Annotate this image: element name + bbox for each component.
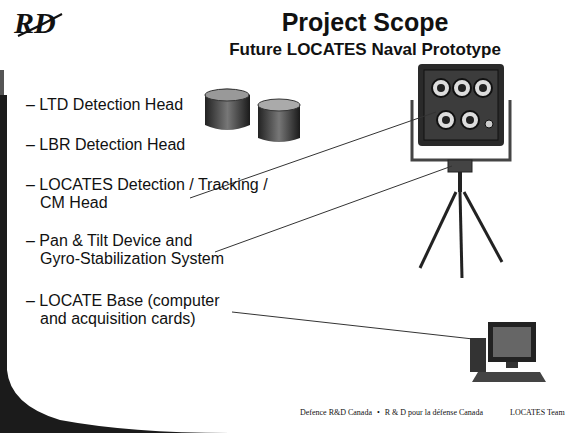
template-border	[0, 70, 4, 95]
footer-text: Defence R&D Canada	[300, 408, 372, 417]
footer-text: R & D pour la défense Canada	[385, 408, 483, 417]
leader-line	[232, 312, 482, 340]
footer-text: LOCATES Team	[510, 408, 565, 417]
bullet-item: – LBR Detection Head	[26, 136, 260, 154]
footer-text: •	[377, 408, 380, 417]
bullet-item: – LTD Detection Head	[26, 96, 218, 114]
computer-base	[470, 322, 546, 382]
slide-subtitle: Future LOCATES Naval Prototype	[170, 40, 560, 60]
bullet-item: – LOCATES Detection / Tracking / CM Head	[26, 176, 290, 213]
slide-title: Project Scope	[200, 8, 530, 37]
logo: RD	[14, 6, 56, 41]
ltd-detection-head	[205, 89, 250, 131]
detection-tracking-head	[412, 64, 510, 160]
bullet-item: – Pan & Tilt Device and Gyro-Stabilizati…	[26, 232, 230, 269]
lbr-detection-head	[258, 99, 300, 142]
bullet-item: – LOCATE Base (computer and acquisition …	[26, 292, 250, 329]
pan-tilt-tripod	[420, 160, 502, 278]
